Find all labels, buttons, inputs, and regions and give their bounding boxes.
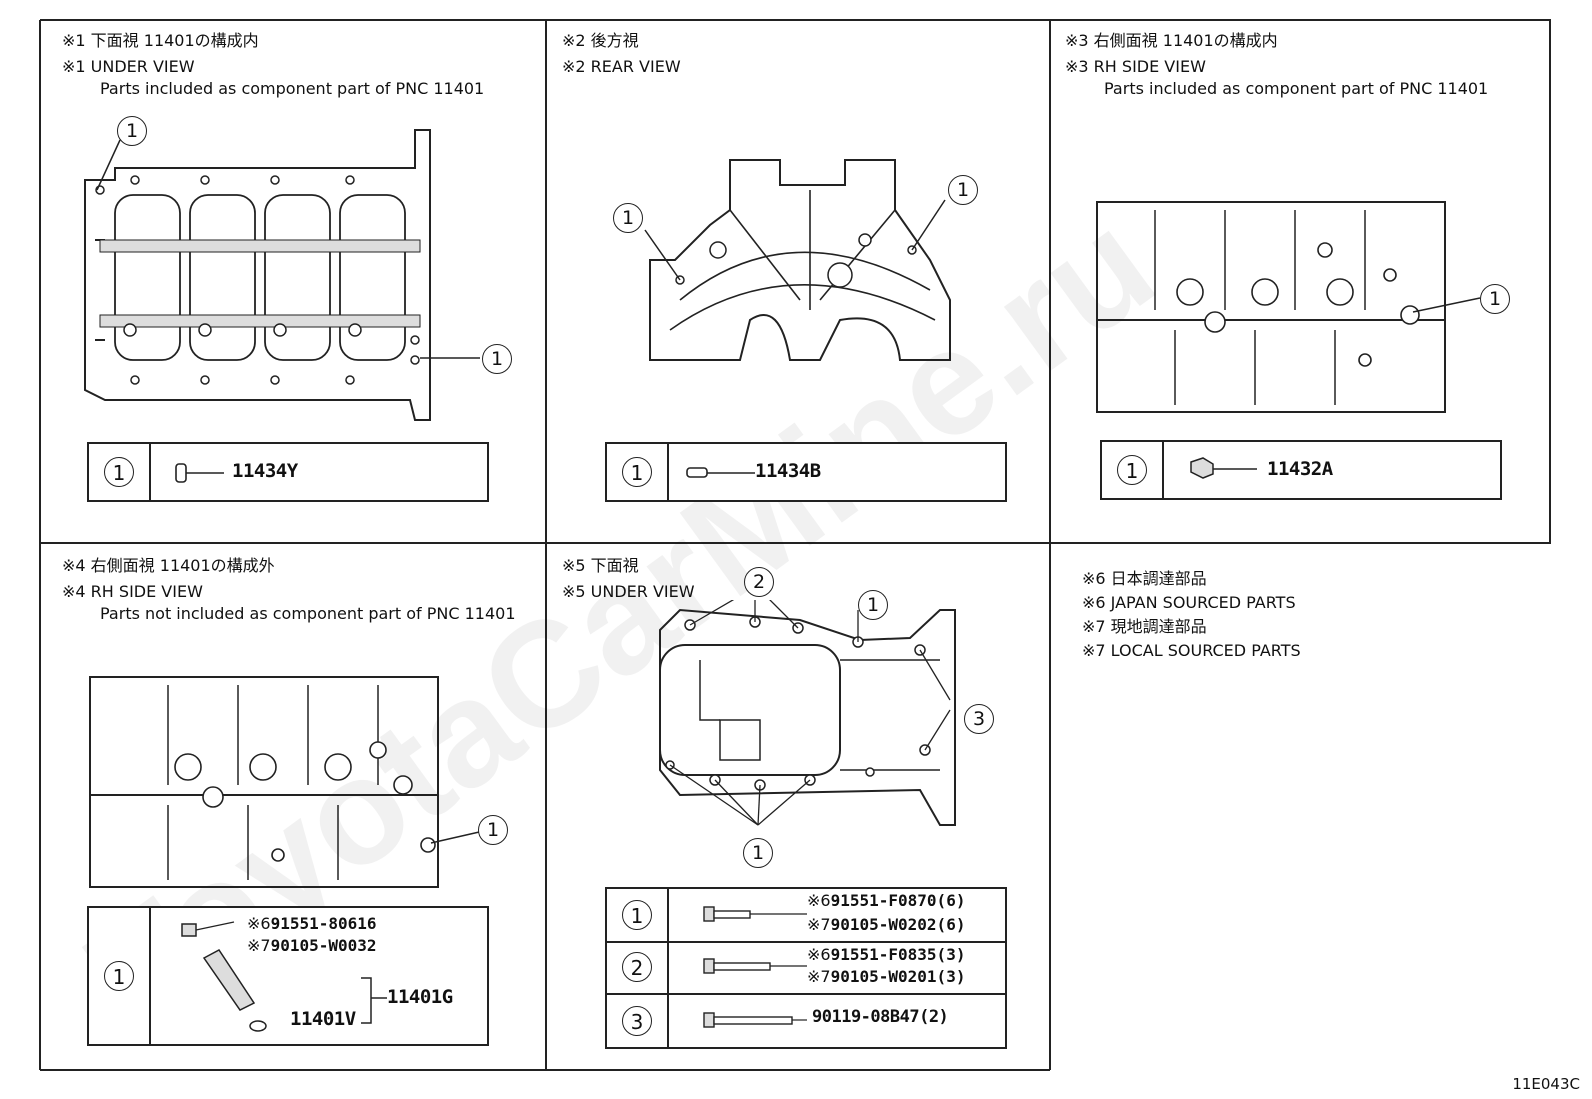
- sensor-assembly-icon: [181, 921, 267, 1032]
- engine-block-under-drawing: [84, 129, 480, 421]
- bracket-line: [361, 977, 387, 1024]
- engine-block-side-drawing: [1096, 201, 1481, 413]
- callout-2: 2: [744, 567, 774, 597]
- assembly-part-number: 11401G: [387, 986, 453, 1008]
- pin-icon: [175, 463, 224, 483]
- panel-title-jp: ※4 右側面視 11401の構成外: [62, 556, 275, 575]
- part-number-japan: ※691551-80616: [247, 914, 377, 933]
- part-number-japan: ※691551-F0870(6): [807, 891, 966, 910]
- parts-table: 1 ※691551-F0870(6) ※790105-W0202(6) 2 ※6…: [605, 887, 1007, 1049]
- panel-note: Parts included as component part of PNC …: [1104, 79, 1489, 98]
- engine-block-rear-drawing: [644, 159, 951, 361]
- panel-title-en: ※2 REAR VIEW: [562, 57, 681, 76]
- parts-table: 1 11434B: [605, 442, 1007, 502]
- callout-3: 3: [964, 704, 994, 734]
- ref-number: 1: [104, 457, 134, 487]
- note-japan-jp: ※6 日本調達部品: [1082, 569, 1207, 588]
- panel-title-jp: ※3 右側面視 11401の構成内: [1065, 31, 1278, 50]
- panel-title-jp: ※5 下面視: [562, 556, 639, 575]
- note-local-jp: ※7 現地調達部品: [1082, 617, 1207, 636]
- bolt-icon: [703, 906, 807, 922]
- oil-pan-under-drawing: [659, 600, 956, 826]
- panel-title-jp: ※2 後方視: [562, 31, 639, 50]
- panel-title-en: ※1 UNDER VIEW: [62, 57, 195, 76]
- callout-1: 1: [613, 203, 643, 233]
- part-number: 11434Y: [232, 460, 298, 482]
- note-japan-en: ※6 JAPAN SOURCED PARTS: [1082, 593, 1296, 612]
- engine-block-side-drawing: [89, 676, 489, 888]
- part-number-local: ※790105-W0202(6): [807, 915, 966, 934]
- panel-note: Parts not included as component part of …: [100, 604, 516, 623]
- ref-number: 2: [622, 952, 652, 982]
- callout-1: 1: [743, 838, 773, 868]
- part-number-japan: ※691551-F0835(3): [807, 945, 966, 964]
- callout-1: 1: [117, 116, 147, 146]
- callout-1: 1: [482, 344, 512, 374]
- plug-icon: [1190, 457, 1257, 479]
- panel-title-en: ※4 RH SIDE VIEW: [62, 582, 203, 601]
- part-number-local: ※790105-W0201(3): [807, 967, 966, 986]
- sub-part-number: 11401V: [290, 1008, 356, 1030]
- panel-title-jp: ※1 下面視 11401の構成内: [62, 31, 259, 50]
- callout-1: 1: [1480, 284, 1510, 314]
- ref-number: 1: [622, 457, 652, 487]
- parts-table: 1 11434Y: [87, 442, 489, 502]
- ref-number: 1: [622, 900, 652, 930]
- note-local-en: ※7 LOCAL SOURCED PARTS: [1082, 641, 1301, 660]
- ref-number: 3: [622, 1006, 652, 1036]
- drawing-code: 11E043C: [1512, 1075, 1580, 1093]
- part-number: 11434B: [755, 460, 821, 482]
- bolt-icon: [703, 1012, 807, 1028]
- panel-note: Parts included as component part of PNC …: [100, 79, 485, 98]
- pin-icon: [686, 467, 755, 478]
- part-number: 90119-08B47(2): [812, 1007, 949, 1027]
- panel-title-en: ※3 RH SIDE VIEW: [1065, 57, 1206, 76]
- parts-table: 1 ※691551-80616 ※790105-W0032 11401V 114…: [87, 906, 489, 1046]
- part-number: 11432A: [1267, 458, 1333, 480]
- callout-1: 1: [858, 590, 888, 620]
- bolt-icon: [703, 958, 807, 974]
- parts-table: 1 11432A: [1100, 440, 1502, 500]
- ref-number: 1: [1117, 455, 1147, 485]
- callout-1: 1: [948, 175, 978, 205]
- part-number-local: ※790105-W0032: [247, 936, 377, 955]
- callout-1: 1: [478, 815, 508, 845]
- ref-number: 1: [104, 961, 134, 991]
- panel-title-en: ※5 UNDER VIEW: [562, 582, 695, 601]
